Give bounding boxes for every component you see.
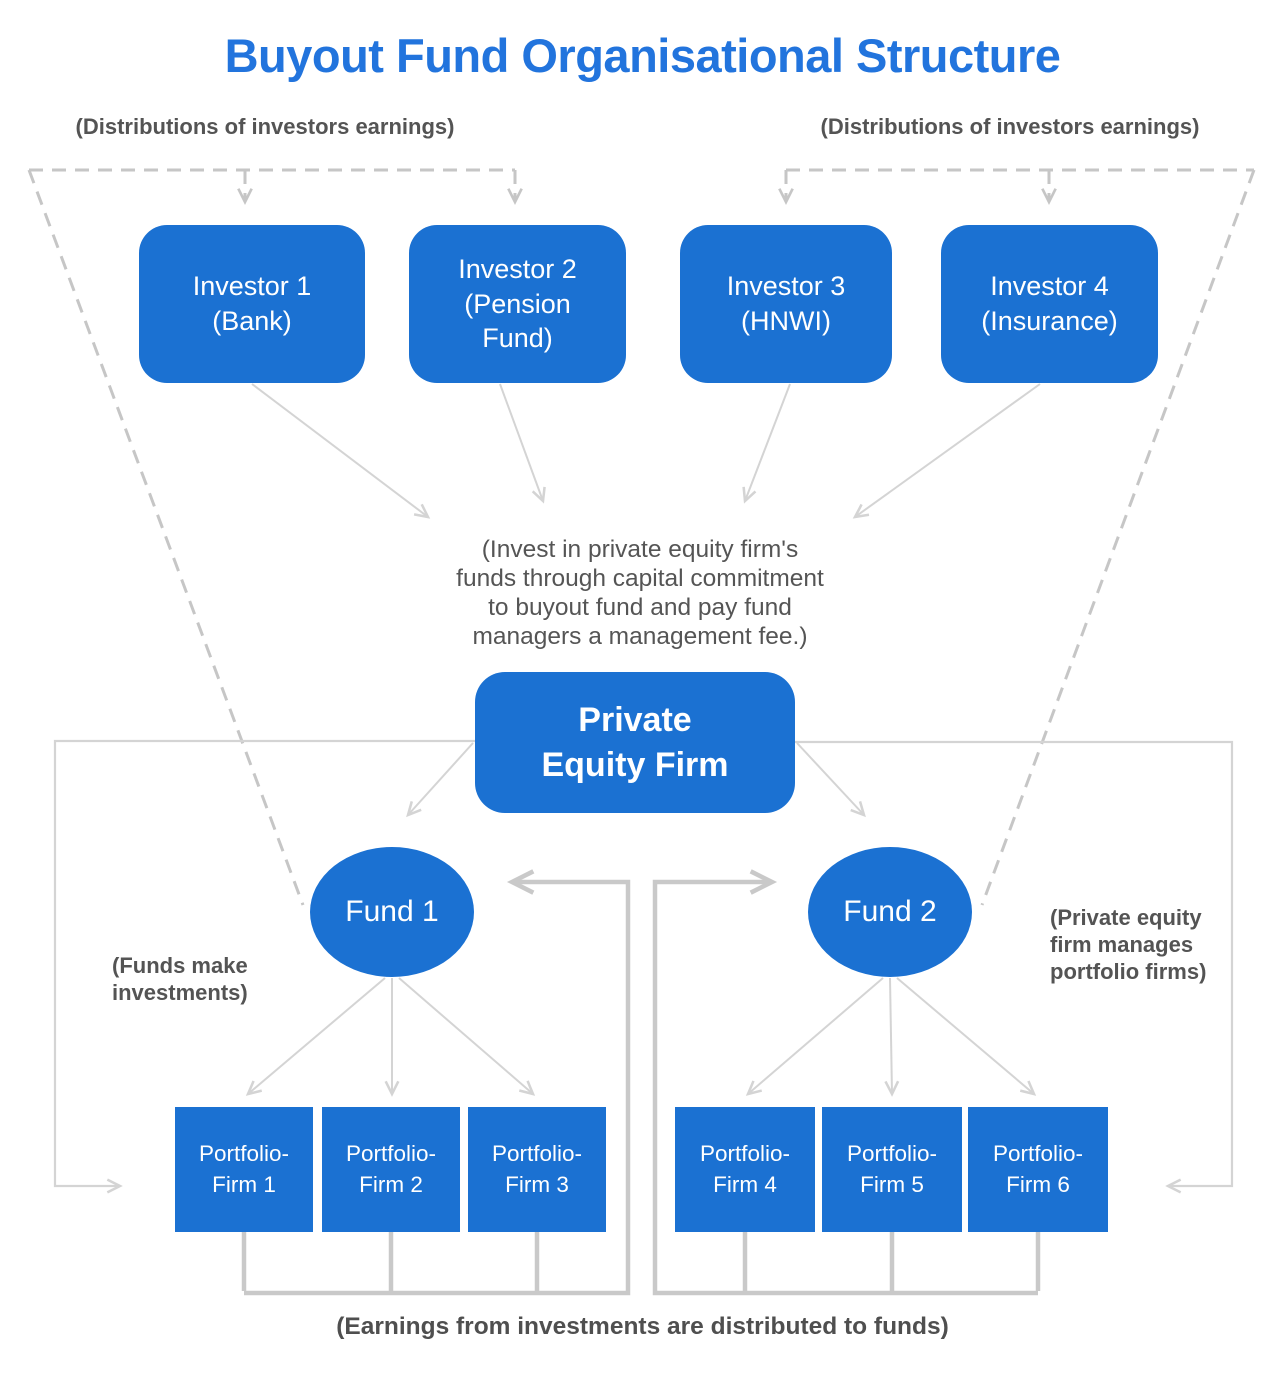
page-title: Buyout Fund Organisational Structure (224, 29, 1061, 82)
portfolio-firm-5-node: Portfolio- Firm 5 (822, 1107, 962, 1232)
arrow-fund-1-to-firm-3 (398, 977, 536, 1096)
note-capital-commitment: (Invest in private equity firm's funds t… (456, 536, 824, 650)
arrow-fund-2-to-firm-5 (884, 977, 900, 1097)
portfolio-firm-1-node: Portfolio- Firm 1 (175, 1107, 313, 1232)
fund-1-node: Fund 1 (310, 847, 474, 977)
dashed-diagonal-right-to-fund-2 (980, 169, 1256, 906)
portfolio-firm-3-node: Portfolio- Firm 3 (468, 1107, 606, 1232)
dashed-diagonal-left-to-fund-1 (27, 169, 305, 906)
arrow-fund-2-to-firm-4 (745, 977, 884, 1096)
arrow-investor-3-to-note (742, 383, 791, 504)
channel-right-to-fund-2 (652, 869, 1038, 1296)
arrow-fund-2-to-firm-6 (896, 977, 1037, 1096)
note-funds-make-investments: (Funds make investments) (112, 953, 248, 1005)
portfolio-firm-2-node: Portfolio- Firm 2 (322, 1107, 460, 1232)
arrow-investor-1-to-note (251, 383, 431, 519)
dashed-distributions-right-group (778, 168, 1256, 906)
fund-2-node: Fund 2 (808, 847, 972, 977)
pe-management-loop (53, 739, 1234, 1194)
note-distributions-left: (Distributions of investors earnings) (75, 114, 455, 139)
pe-to-fund-arrows (406, 742, 866, 818)
arrow-pe-to-fund-1 (406, 742, 474, 818)
investor-4-node: Investor 4 (Insurance) (941, 225, 1158, 383)
investor-3-node: Investor 3 (HNWI) (680, 225, 892, 383)
dashed-distributions-left-group (27, 168, 523, 906)
note-pe-manages-portfolio-firms: (Private equity firm manages portfolio f… (1050, 905, 1207, 984)
note-distributions-right: (Distributions of investors earnings) (820, 114, 1200, 139)
investor-commitment-arrows (251, 383, 1041, 519)
loop-left-to-portfolio-firm-1 (53, 739, 475, 1194)
fund-investment-arrows (245, 977, 1037, 1097)
arrow-pe-to-fund-2 (796, 742, 866, 818)
earnings-return-channels (241, 869, 1041, 1296)
private-equity-firm-node: Private Equity Firm (475, 672, 795, 813)
arrow-investor-2-to-note (499, 383, 546, 504)
portfolio-firm-6-node: Portfolio- Firm 6 (968, 1107, 1108, 1232)
arrow-fund-1-to-firm-1 (245, 977, 386, 1096)
channel-left-to-fund-1 (244, 869, 631, 1296)
investor-2-node: Investor 2 (Pension Fund) (409, 225, 626, 383)
investor-1-node: Investor 1 (Bank) (139, 225, 365, 383)
note-earnings-distributed: (Earnings from investments are distribut… (336, 1313, 949, 1340)
loop-right-to-portfolio-firm-6 (795, 740, 1234, 1194)
arrow-investor-4-to-note (852, 383, 1041, 519)
portfolio-firm-4-node: Portfolio- Firm 4 (675, 1107, 815, 1232)
